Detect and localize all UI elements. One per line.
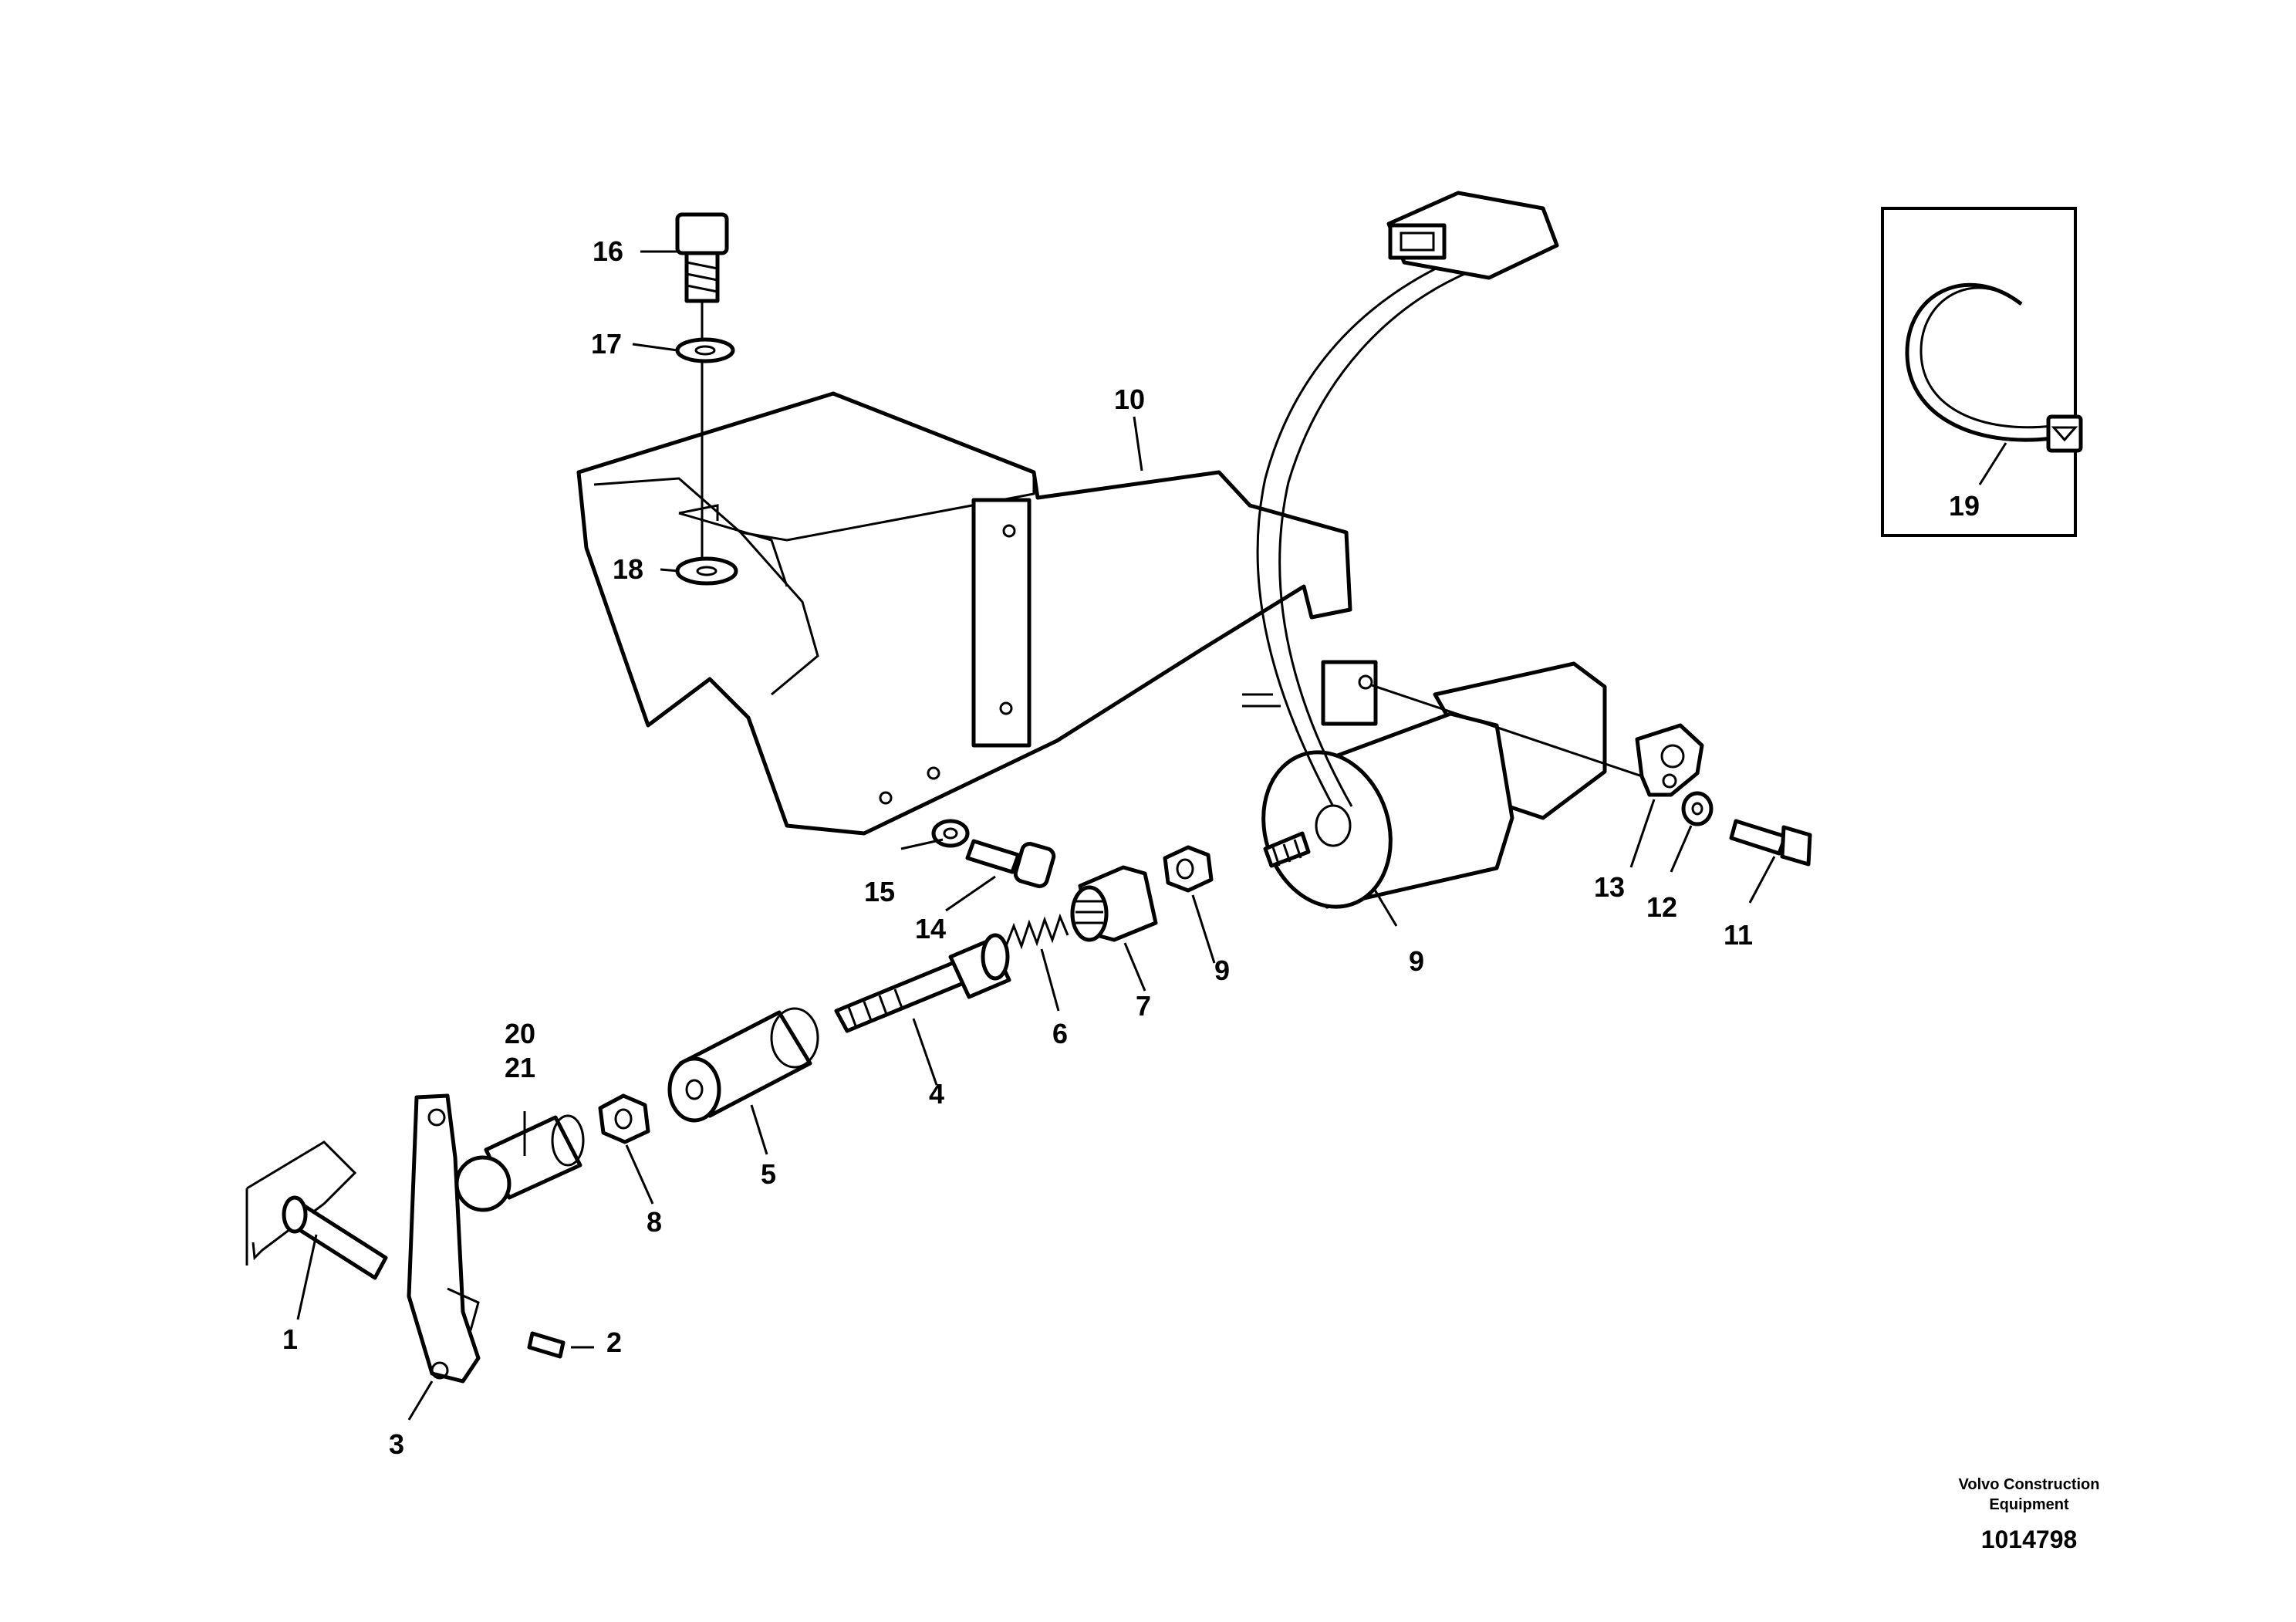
cable-drawing xyxy=(1242,253,1474,807)
callout-21: 21 xyxy=(505,1052,535,1083)
bolt-14-drawing xyxy=(965,839,1056,888)
drawing-number: 1014798 xyxy=(1981,1526,2078,1553)
callout-8: 8 xyxy=(647,1206,662,1238)
callout-17: 17 xyxy=(591,328,622,360)
brand-line-2: Equipment xyxy=(1989,1496,2069,1513)
callout-13: 13 xyxy=(1594,871,1625,903)
callout-2: 2 xyxy=(606,1326,622,1358)
callout-3: 3 xyxy=(389,1428,404,1460)
bolt-11-drawing xyxy=(1729,819,1812,867)
sleeve-5-drawing xyxy=(667,1007,819,1123)
connector-drawing xyxy=(1386,191,1559,280)
callout-14: 14 xyxy=(915,913,946,944)
clip-13-drawing xyxy=(1635,723,1704,797)
adjuster-7-drawing xyxy=(1070,865,1158,942)
bolt-16-drawing xyxy=(675,212,729,303)
callout-15: 15 xyxy=(864,876,895,907)
brand-line-1: Volvo Construction xyxy=(1959,1476,2100,1493)
solenoid-drawing xyxy=(1261,660,1607,909)
callout-16: 16 xyxy=(593,235,623,267)
callout-12: 12 xyxy=(1646,891,1677,923)
nut-9-drawing xyxy=(1163,845,1214,893)
callout-18: 18 xyxy=(613,553,643,585)
callout-11: 11 xyxy=(1724,919,1753,951)
ball-joint-drawing xyxy=(454,1114,585,1212)
cable-tie-drawing xyxy=(1905,282,2083,453)
callout-9-solenoid: 9 xyxy=(1409,945,1424,977)
callout-20: 20 xyxy=(505,1018,535,1049)
washer-15-drawing xyxy=(931,819,970,848)
lever-3-drawing xyxy=(407,1093,481,1384)
spring-6-drawing xyxy=(1004,913,1069,950)
callout-10: 10 xyxy=(1114,384,1145,415)
callout-7: 7 xyxy=(1136,990,1151,1022)
washer-17-drawing xyxy=(675,337,735,363)
cover-bracket-drawing xyxy=(576,391,1352,836)
washer-18-drawing xyxy=(675,556,738,586)
callout-4: 4 xyxy=(929,1078,944,1110)
callout-5: 5 xyxy=(761,1158,776,1190)
washer-12-drawing xyxy=(1681,791,1714,826)
callout-9-nut: 9 xyxy=(1214,955,1230,986)
callout-1: 1 xyxy=(282,1323,298,1355)
pin-2-drawing xyxy=(527,1331,566,1359)
inset-box xyxy=(1881,207,2077,537)
shaft-1-drawing xyxy=(245,1140,388,1280)
callout-6: 6 xyxy=(1052,1018,1068,1049)
callout-19: 19 xyxy=(1949,490,1980,522)
rod-4-drawing xyxy=(834,933,1011,1033)
nut-8-drawing xyxy=(598,1093,650,1144)
leader-lines xyxy=(296,250,2007,1421)
